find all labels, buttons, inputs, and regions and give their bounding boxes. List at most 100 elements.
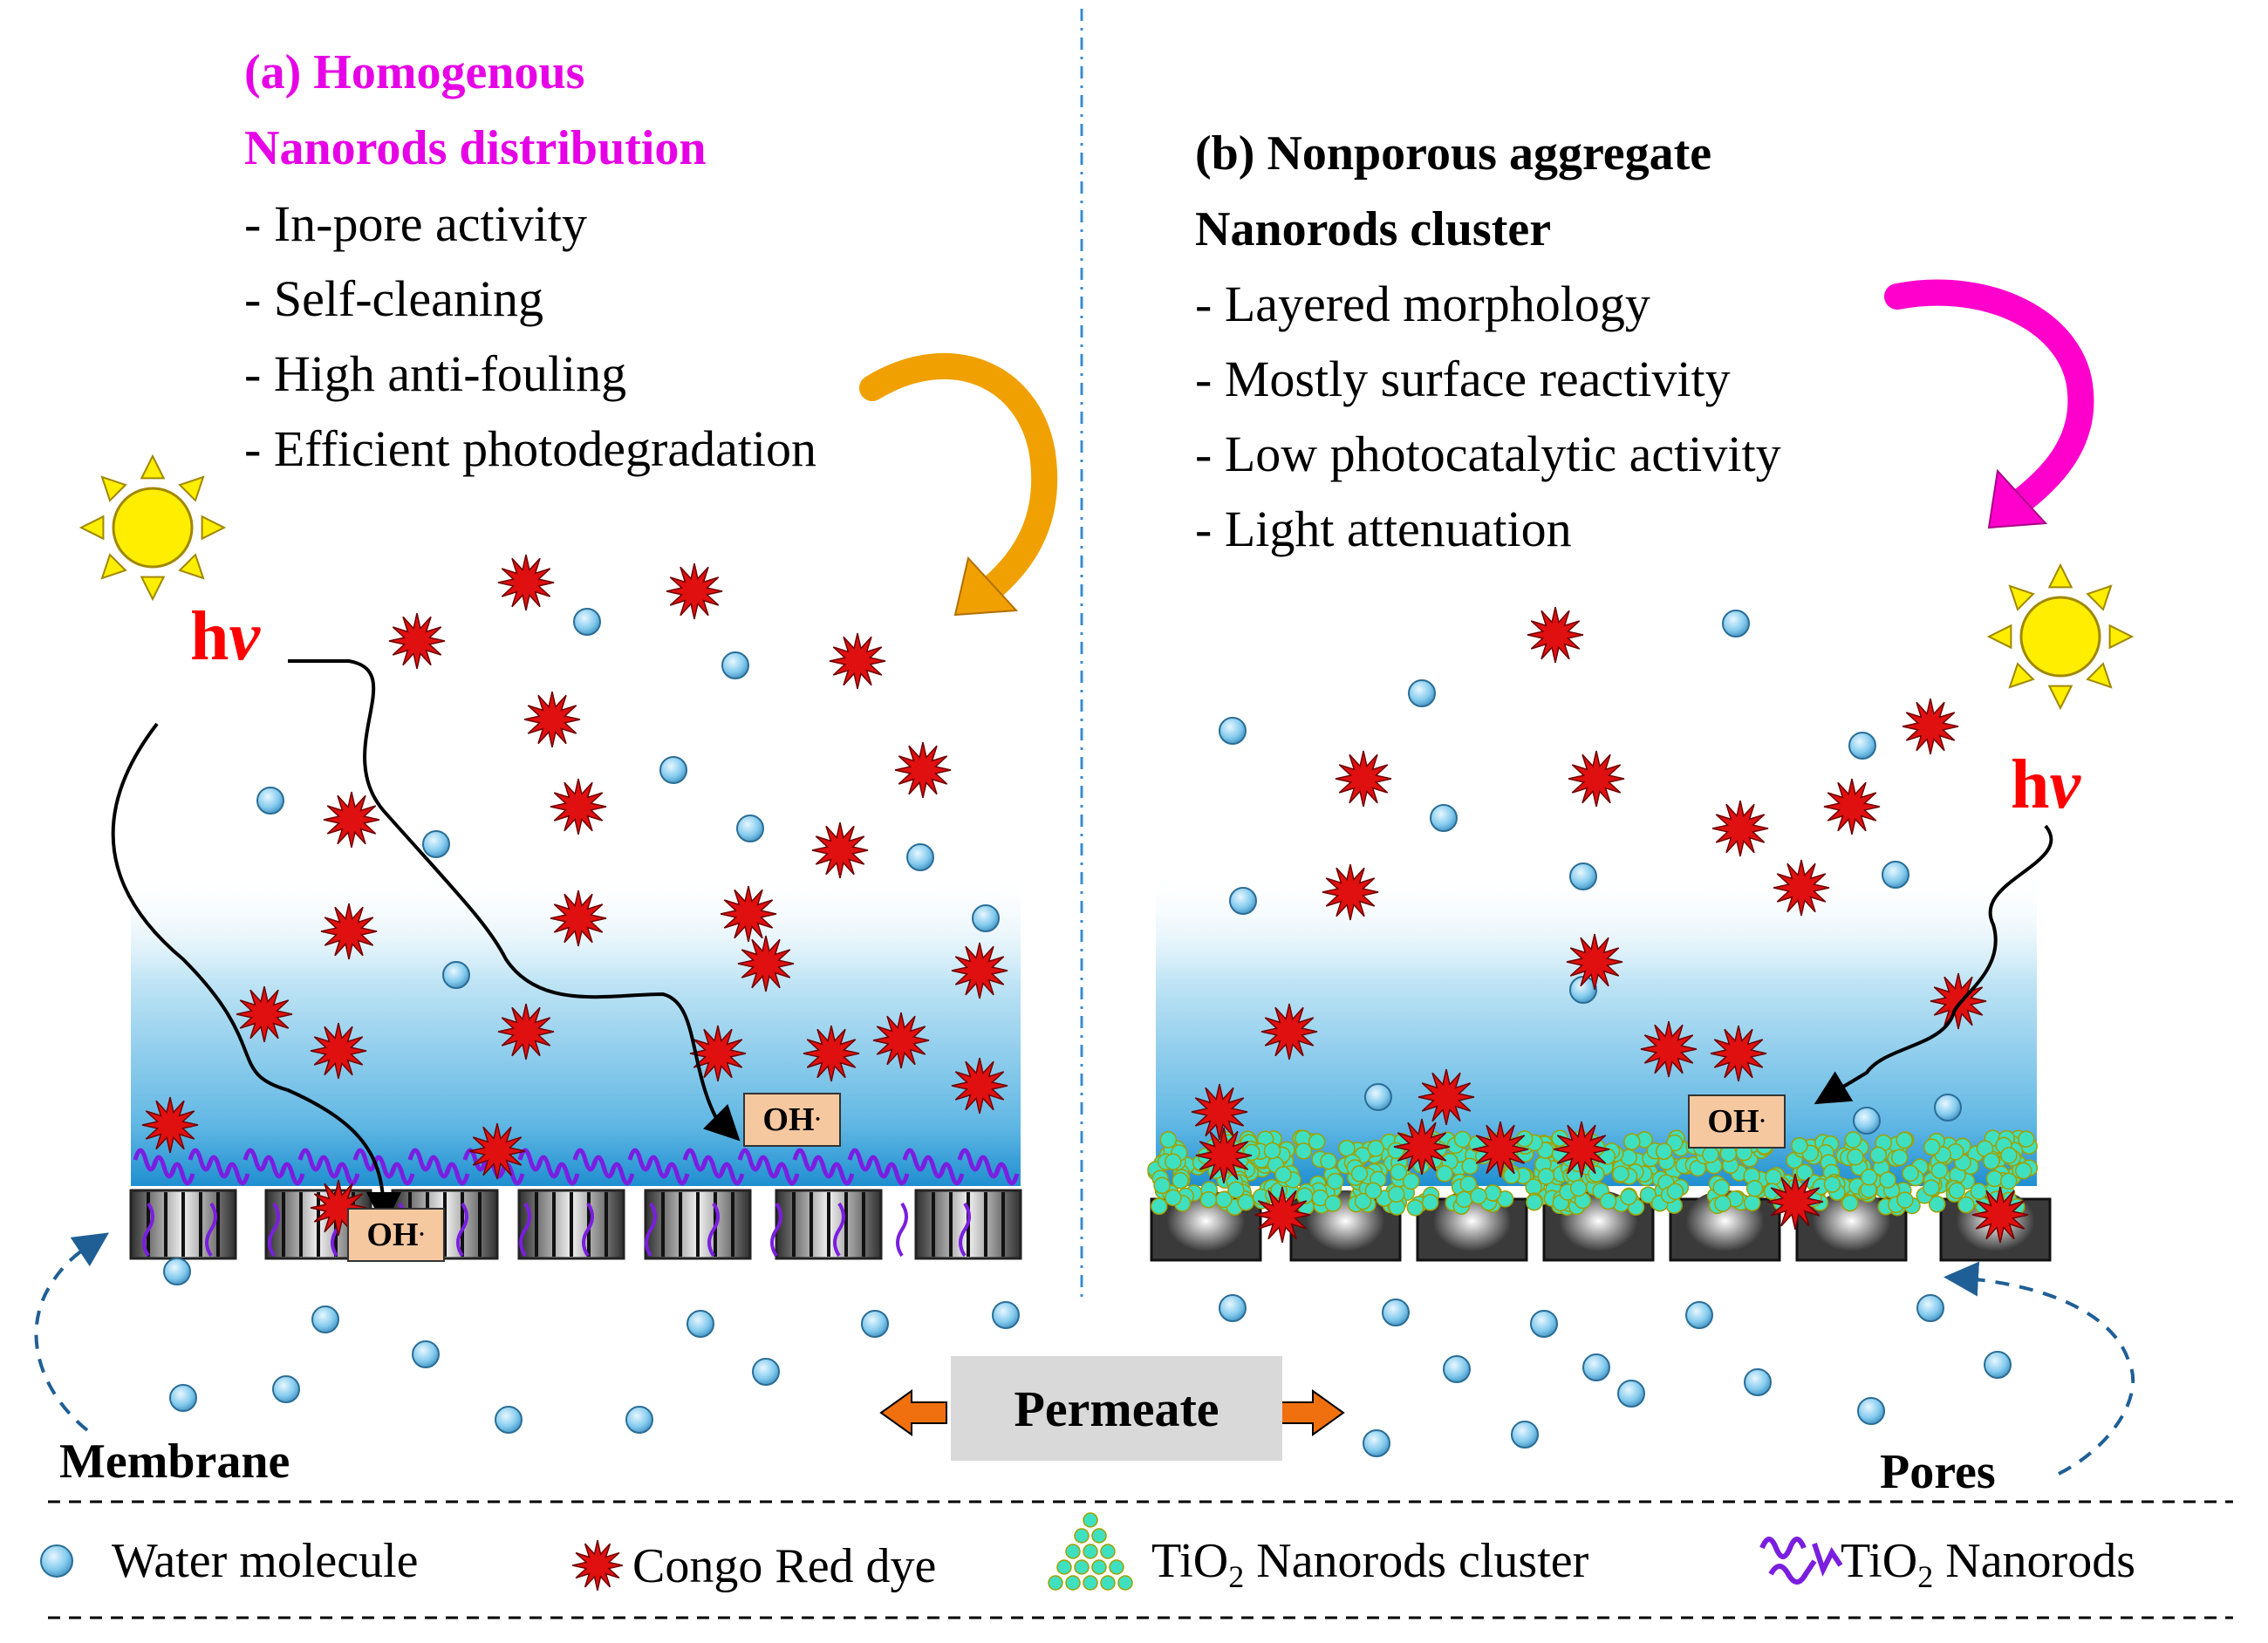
nanorod	[957, 1148, 983, 1172]
nanorod	[682, 1148, 708, 1172]
water-molecule	[272, 1375, 300, 1403]
panel-b-bullet-4: - Light attenuation	[1195, 501, 1572, 557]
dye-molecule	[872, 1012, 930, 1069]
cluster-particle	[1364, 1182, 1383, 1200]
sun-ray	[2008, 584, 2035, 611]
dye-molecule	[1553, 1121, 1610, 1178]
cluster-particle	[1091, 1559, 1107, 1575]
dashed-arrow-pores	[1944, 1261, 2135, 1476]
cluster-particle	[1350, 1165, 1369, 1183]
cluster-particle	[1324, 1195, 1342, 1212]
dye-molecule	[1773, 859, 1830, 917]
panel-b-bullet-1: - Layered morphology	[1195, 276, 1650, 332]
nanorod	[1812, 1543, 1843, 1577]
nanorod	[847, 1148, 873, 1172]
water-molecule	[906, 843, 934, 871]
legend-dye-icon	[572, 1540, 623, 1591]
nanorod	[833, 1202, 845, 1258]
panel-b-title-line1: (b) Nonporous aggregate	[1195, 126, 1712, 181]
cluster-particle	[2018, 1130, 2035, 1148]
water-molecule	[163, 1258, 191, 1285]
water-molecules	[163, 608, 2012, 1457]
dye-molecule	[572, 1540, 623, 1591]
nanorod	[959, 1202, 971, 1258]
sun-ray	[2047, 562, 2073, 589]
cluster-particle	[1970, 1183, 1988, 1200]
water-molecule	[659, 756, 687, 784]
cluster-particle	[1237, 1193, 1255, 1211]
cluster-particle	[1320, 1152, 1337, 1170]
cluster-particle	[1243, 1143, 1260, 1162]
cluster-particle	[1436, 1165, 1453, 1183]
panel-a-bullet-3: - High anti-fouling	[244, 345, 627, 402]
water-molecule	[1744, 1368, 1772, 1396]
cluster-particle	[1896, 1191, 1914, 1209]
cluster-particle	[1065, 1575, 1081, 1591]
water-molecule	[736, 815, 764, 842]
nanorod	[268, 1202, 280, 1258]
sun-ray	[100, 553, 127, 580]
cluster-particle	[1402, 1172, 1420, 1190]
nanorod	[884, 1162, 910, 1186]
cluster-particle	[1390, 1163, 1408, 1181]
nanorod	[297, 1148, 324, 1172]
legend-cluster-label: TiO2 Nanorods cluster	[1151, 1534, 1589, 1595]
cluster-particle	[1948, 1182, 1966, 1200]
cluster-particle	[1796, 1163, 1814, 1182]
pore	[1812, 1190, 1891, 1251]
cluster-particle	[1823, 1176, 1841, 1193]
cluster-particle	[1461, 1157, 1479, 1176]
nanorod	[770, 1202, 782, 1258]
dye-molecule	[1527, 606, 1584, 664]
cluster-particle	[1612, 1165, 1629, 1183]
cluster-particle	[1983, 1152, 2000, 1170]
cluster-particle	[1702, 1146, 1719, 1163]
nanorod	[975, 1155, 1001, 1179]
cluster-particle	[2000, 1147, 2018, 1164]
cluster-particle	[1655, 1142, 1673, 1161]
nanorod	[896, 1202, 908, 1258]
light-path-b	[1814, 824, 2053, 1105]
water-molecule	[1853, 1107, 1881, 1135]
nanorod	[810, 1155, 837, 1179]
cluster-particle	[1957, 1196, 1975, 1214]
cluster-particle	[1599, 1192, 1617, 1210]
nanorod	[462, 1148, 488, 1172]
cluster-particle	[1743, 1194, 1761, 1212]
nanorod	[206, 1155, 232, 1179]
cluster-particle	[1274, 1166, 1292, 1183]
permeate-box: Permeate	[951, 1356, 1282, 1461]
sun-ray	[178, 475, 205, 502]
dye-molecule	[1418, 1068, 1475, 1126]
cluster-particle	[1227, 1181, 1245, 1199]
dye-molecule	[236, 985, 293, 1043]
cluster-particle	[1928, 1196, 1946, 1213]
cluster-particle	[1338, 1139, 1356, 1157]
cluster-particle	[1354, 1192, 1372, 1210]
water-molecule	[311, 1306, 339, 1333]
dye-molecule	[323, 791, 380, 849]
panel-b-bullet-2: - Mostly surface reactivity	[1195, 351, 1731, 407]
water-molecule	[992, 1301, 1020, 1329]
nanorod	[133, 1148, 159, 1172]
cluster-particle	[1666, 1183, 1684, 1201]
dye-molecule	[829, 632, 886, 690]
nanorod	[755, 1155, 782, 1179]
cluster-particle	[1841, 1194, 1859, 1212]
water-molecule	[1530, 1310, 1558, 1338]
water-molecule	[972, 904, 1000, 932]
water-molecule	[687, 1310, 714, 1338]
panel-b-hv-label: hν	[2011, 747, 2081, 823]
cluster-particle	[1453, 1130, 1472, 1149]
dye-molecule	[1191, 1083, 1248, 1141]
dye-molecule	[310, 1022, 367, 1080]
panel-a-title-line1: (a) Homogenous	[244, 45, 585, 99]
nanorod	[224, 1162, 250, 1186]
dye-molecule	[320, 903, 378, 960]
nanorod	[737, 1148, 763, 1172]
cluster-particle	[2014, 1162, 2032, 1180]
cluster-particle	[1455, 1190, 1473, 1209]
nanorod	[316, 1155, 342, 1179]
water-molecule	[1229, 887, 1257, 915]
